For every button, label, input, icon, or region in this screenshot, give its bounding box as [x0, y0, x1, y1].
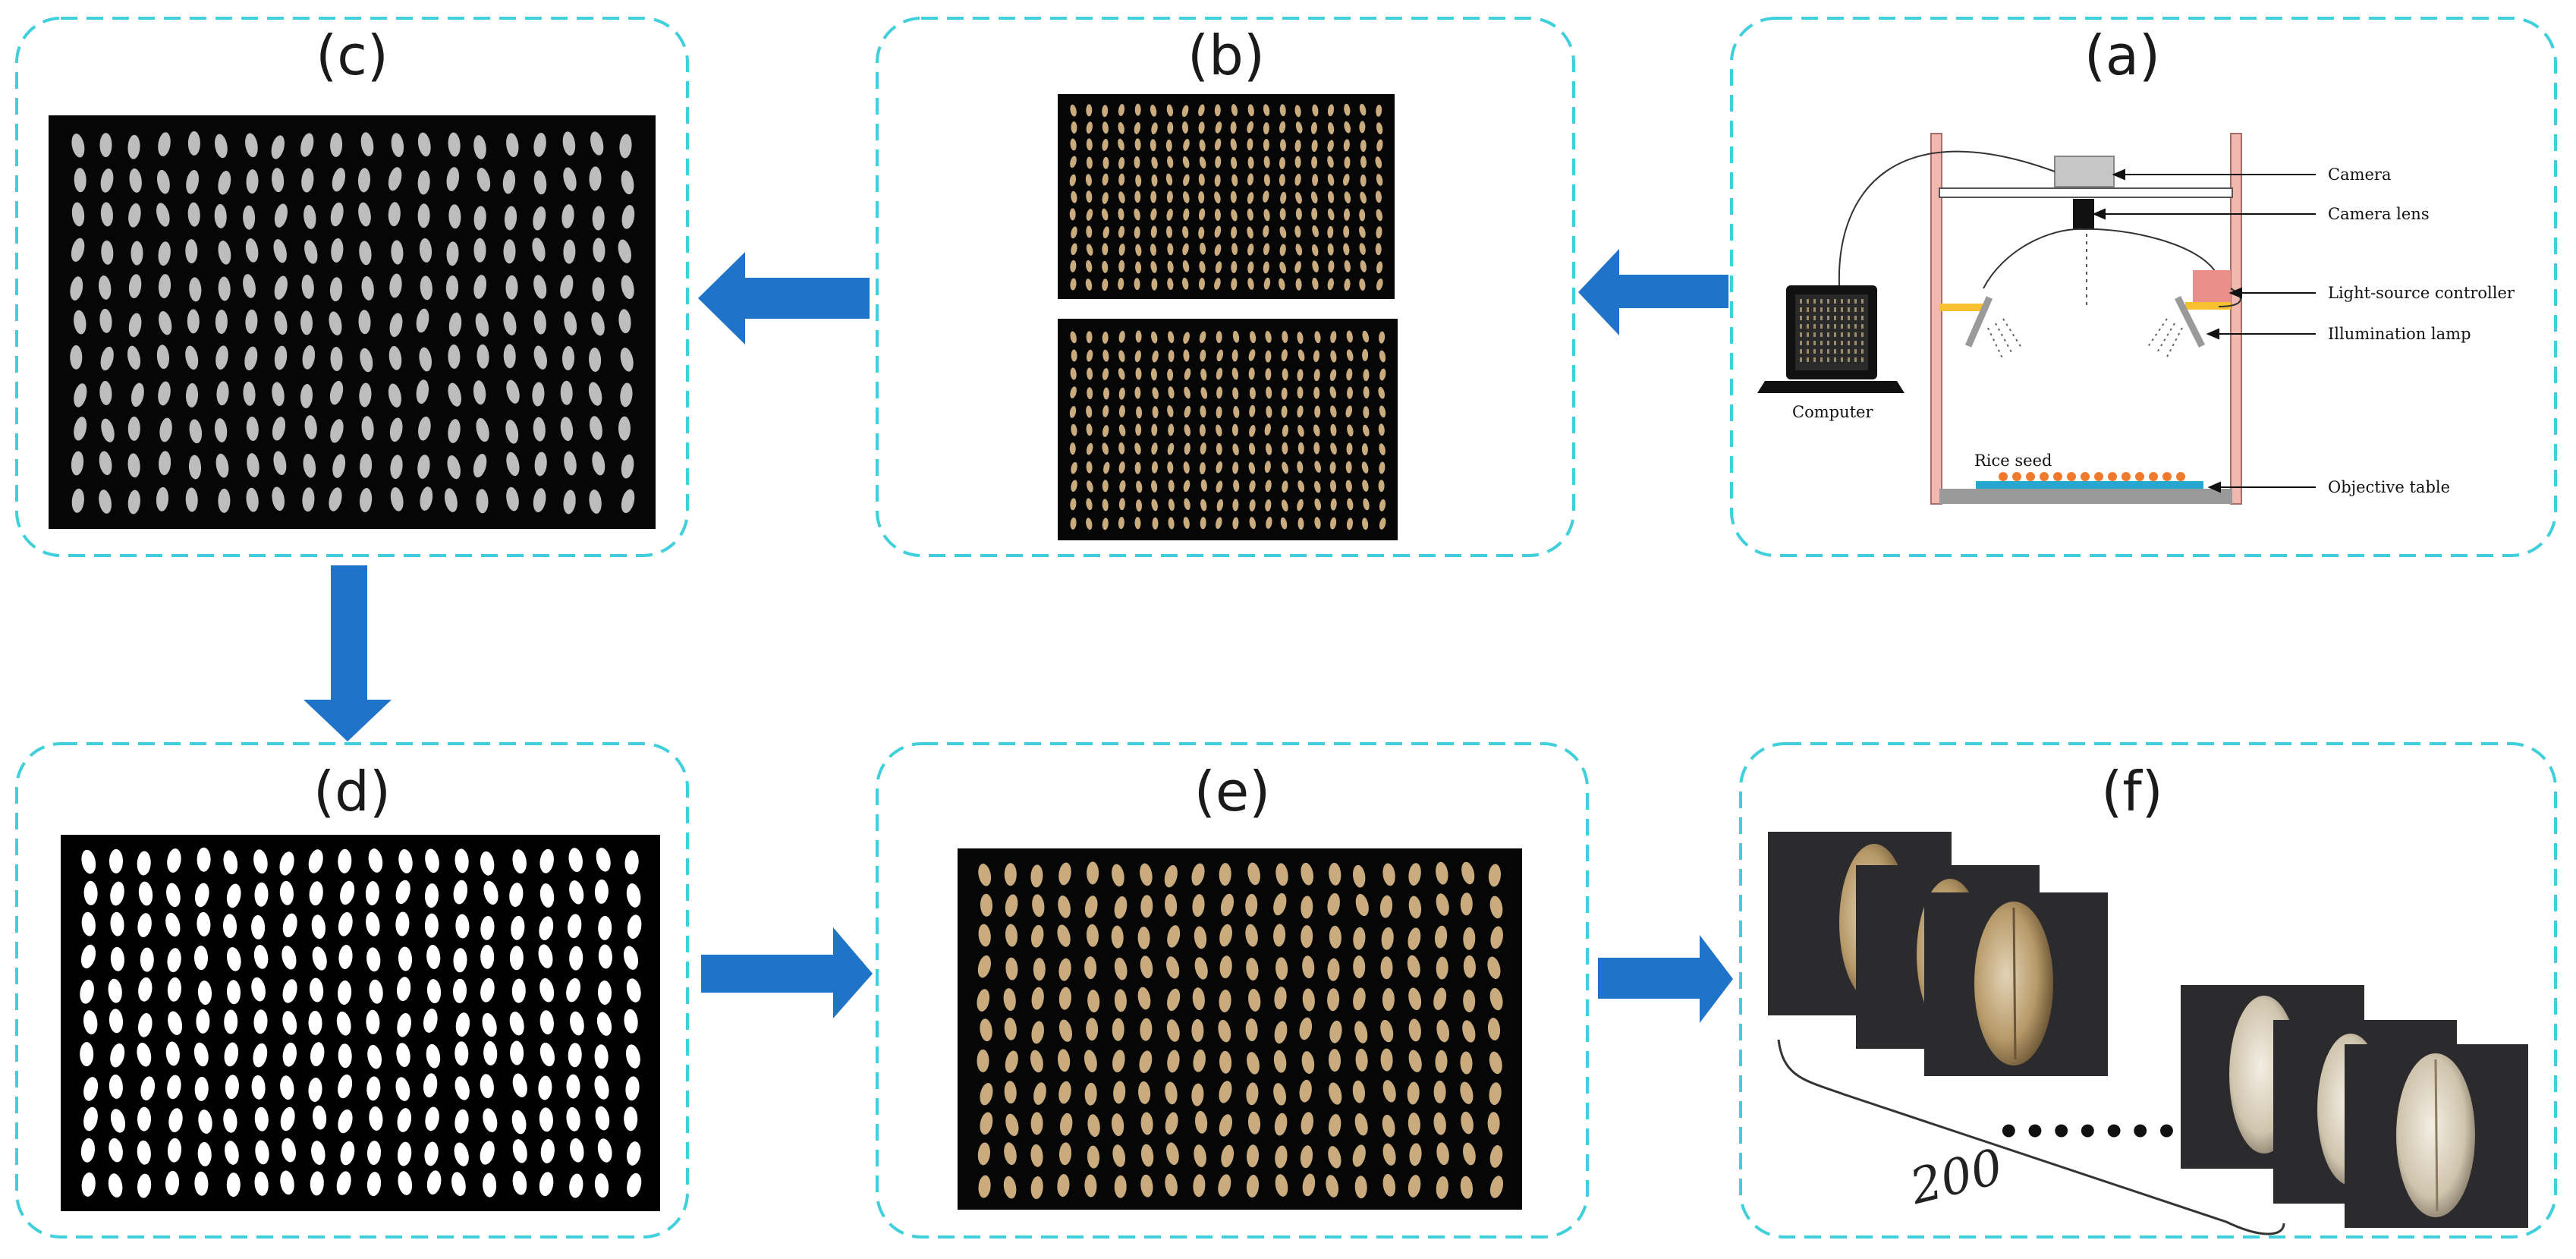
arrow-b-to-c — [698, 252, 870, 345]
rice-seed-label: Rice seed — [1974, 452, 2052, 470]
panel-b-label: (b) — [1187, 24, 1265, 87]
arrow-c-to-d — [304, 565, 392, 741]
panel-f-label: (f) — [2101, 760, 2163, 823]
light-source-controller-label: Light-source controller — [2328, 284, 2515, 302]
seed-count-label: 200 — [1904, 1139, 2008, 1217]
ellipsis-dots: ••••••• — [1997, 1111, 2181, 1154]
seed-crop-6 — [2345, 1044, 2528, 1228]
panel-f-single-seed-crops: ••••••• 200 — [1768, 832, 2528, 1235]
illumination-lamp-left — [1964, 296, 1993, 348]
computer-label: Computer — [1792, 403, 1873, 421]
arrow-d-to-e — [701, 927, 873, 1018]
panel-a-border — [1730, 17, 2557, 557]
panel-b-seed-image-bottom — [1058, 319, 1398, 540]
rice-seed-row — [1999, 472, 2185, 481]
objective-table-label: Objective table — [2328, 478, 2450, 496]
panel-b-border — [876, 17, 1575, 557]
panel-c-border — [15, 17, 689, 557]
camera-body — [2054, 156, 2115, 187]
objective-table-base — [1939, 489, 2232, 504]
frame-top-bar — [1939, 187, 2233, 198]
panel-c-seed-image — [49, 115, 656, 529]
camera-label: Camera — [2328, 165, 2392, 184]
light-source-controller — [2193, 270, 2231, 304]
panel-borders — [15, 17, 2557, 1239]
panel-e-segmented-seed-image — [958, 848, 1522, 1210]
panel-d-binary-mask-image — [61, 835, 660, 1211]
panel-e-border — [876, 742, 1589, 1239]
panel-d-label: (d) — [313, 760, 391, 823]
arrow-e-to-f — [1598, 935, 1733, 1023]
panel-e-label: (e) — [1194, 760, 1270, 823]
panel-b-seed-image-top — [1058, 94, 1395, 299]
arrow-a-to-b — [1578, 249, 1728, 335]
frame-right-post — [2230, 133, 2242, 505]
camera-lens-label: Camera lens — [2328, 205, 2430, 223]
panel-c-label: (c) — [316, 24, 388, 87]
illumination-lamp-right — [2174, 295, 2206, 348]
panel-d-border — [15, 742, 689, 1239]
seed-crop-3 — [1924, 892, 2108, 1076]
computer-laptop — [1757, 285, 1904, 393]
panel-a-label: (a) — [2084, 24, 2160, 87]
lamp-arm-right — [2185, 302, 2231, 310]
objective-table-top — [1976, 481, 2203, 489]
panel-f-border — [1739, 742, 2557, 1239]
camera-lens — [2073, 199, 2094, 229]
frame-left-post — [1930, 133, 1942, 505]
lamp-arm-left — [1939, 304, 1985, 311]
count-brace — [1777, 1039, 2285, 1235]
illumination-lamp-label: Illumination lamp — [2328, 325, 2471, 343]
panel-a-acquisition-setup: Camera Camera lens Light-source controll… — [1757, 133, 2515, 505]
